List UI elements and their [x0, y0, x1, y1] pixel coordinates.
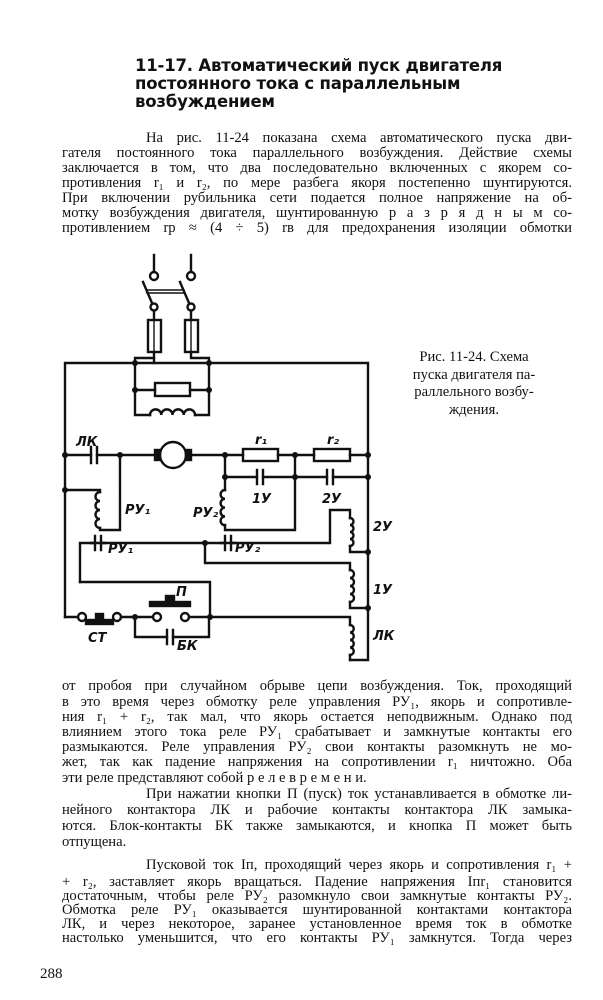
label-bk: БК — [177, 639, 199, 654]
text-line: При включении рубильника сети подается п… — [62, 190, 572, 206]
section-title-line: 11-17. Автоматический пуск двигателя — [135, 56, 503, 75]
junction-dots — [62, 360, 371, 620]
text-line: ния r₁ + r₂, так мал, что якорь остается… — [62, 709, 572, 725]
ru1-contact-icon — [89, 534, 107, 552]
supply-rail — [63, 361, 370, 662]
text-line: в это время через обмотку реле управлени… — [62, 694, 572, 710]
section-title-line: возбуждением — [135, 92, 275, 111]
label-lk-contact: ЛК — [75, 435, 99, 450]
label-1u-coil: 1У — [373, 583, 393, 598]
coil-lk-icon — [348, 623, 355, 657]
text-line: достаточным, чтобы реле РУ₂ разомкнуло с… — [62, 888, 572, 904]
label-2u-contact: 2У — [322, 492, 342, 507]
text-line: отпущена. — [62, 834, 127, 850]
contact-2u-icon — [325, 468, 335, 486]
contact-1u-icon — [255, 468, 265, 486]
label-ru2-contact: РУ₂ — [235, 541, 261, 556]
caption-line: Рис. 11-24. Схема — [419, 349, 529, 365]
text-line: мотку возбуждения двигателя, шунтированн… — [62, 205, 572, 221]
text-line: ются. Блок-контакты БК также замыкаются,… — [62, 818, 572, 834]
text-line: от пробоя при случайном обрыве цепи возб… — [62, 678, 572, 694]
text-line: ЛК, и через некоторое, заранее установле… — [62, 916, 572, 932]
text-line: настолько уменьшится, что его контакты Р… — [62, 930, 572, 946]
resistor-r2-icon — [312, 447, 352, 463]
field-winding-icon — [148, 408, 197, 417]
label-ru1-coil: РУ₁ — [125, 503, 151, 518]
label-2u-coil: 2У — [373, 520, 393, 535]
text-line: Пусковой ток Iп, проходящий через якорь … — [146, 857, 572, 873]
label-1u-contact: 1У — [252, 492, 272, 507]
ru2-contact-icon — [219, 534, 237, 552]
text-line: + r₂, заставляет якорь вращаться. Падени… — [62, 874, 572, 890]
caption-line: пуска двигателя па- — [412, 367, 536, 383]
bk-contact-icon — [165, 628, 175, 646]
section-title-line: постоянного тока с параллельным — [135, 74, 461, 93]
knife-switch-icon — [141, 253, 197, 322]
text-line: размыкаются. Реле управления РУ₂ свои ко… — [62, 739, 572, 755]
text-line: заключается в том, что два последователь… — [62, 160, 572, 176]
start-button-icon — [148, 594, 192, 623]
page-number: 288 — [40, 966, 63, 982]
coil-2u-icon — [348, 516, 355, 548]
text-line: противления r₁ и r₂, по мере разбега яко… — [62, 175, 572, 191]
text-line: При нажатии кнопки П (пуск) ток устанавл… — [146, 786, 572, 802]
text-line: противлением rр ≈ (4 ÷ 5) rв для предохр… — [62, 220, 572, 236]
label-ru2-coil: РУ₂ — [193, 506, 219, 521]
label-st: СТ — [88, 631, 108, 646]
motor-armature-icon — [153, 440, 193, 470]
text-line: На рис. 11-24 показана схема автоматичес… — [146, 130, 572, 146]
label-r2: r₂ — [327, 433, 339, 448]
lk-contact-icon — [89, 445, 99, 465]
coil-1u-icon — [348, 568, 356, 604]
resistor-r1-icon — [241, 447, 280, 463]
label-button-p: П — [176, 585, 187, 600]
fuse-icon — [133, 318, 211, 365]
text-line: Обмотка реле РУ₁ оказывается шунтированн… — [62, 902, 572, 918]
text-line: жет, так как падение напряжения на сопро… — [62, 754, 572, 770]
caption-line: ждения. — [449, 402, 499, 418]
caption-line: раллельного возбу- — [414, 384, 534, 400]
text-line: гателя постоянного тока параллельного во… — [62, 145, 572, 161]
text-line: эти реле представляют собой р е л е в р … — [62, 770, 367, 786]
stop-button-icon — [76, 611, 123, 626]
label-lk-coil: ЛК — [372, 629, 396, 644]
ru2-coil-icon — [219, 488, 227, 527]
label-r1: r₁ — [255, 433, 267, 448]
discharge-resistor-icon — [153, 381, 192, 398]
ru1-coil-icon — [94, 490, 102, 530]
text-line: влиянием этого тока реле РУ₁ срабатывает… — [62, 724, 572, 740]
text-line: нейного контактора ЛК и рабочие контакты… — [62, 802, 572, 818]
label-ru1-contact: РУ₁ — [108, 542, 134, 557]
